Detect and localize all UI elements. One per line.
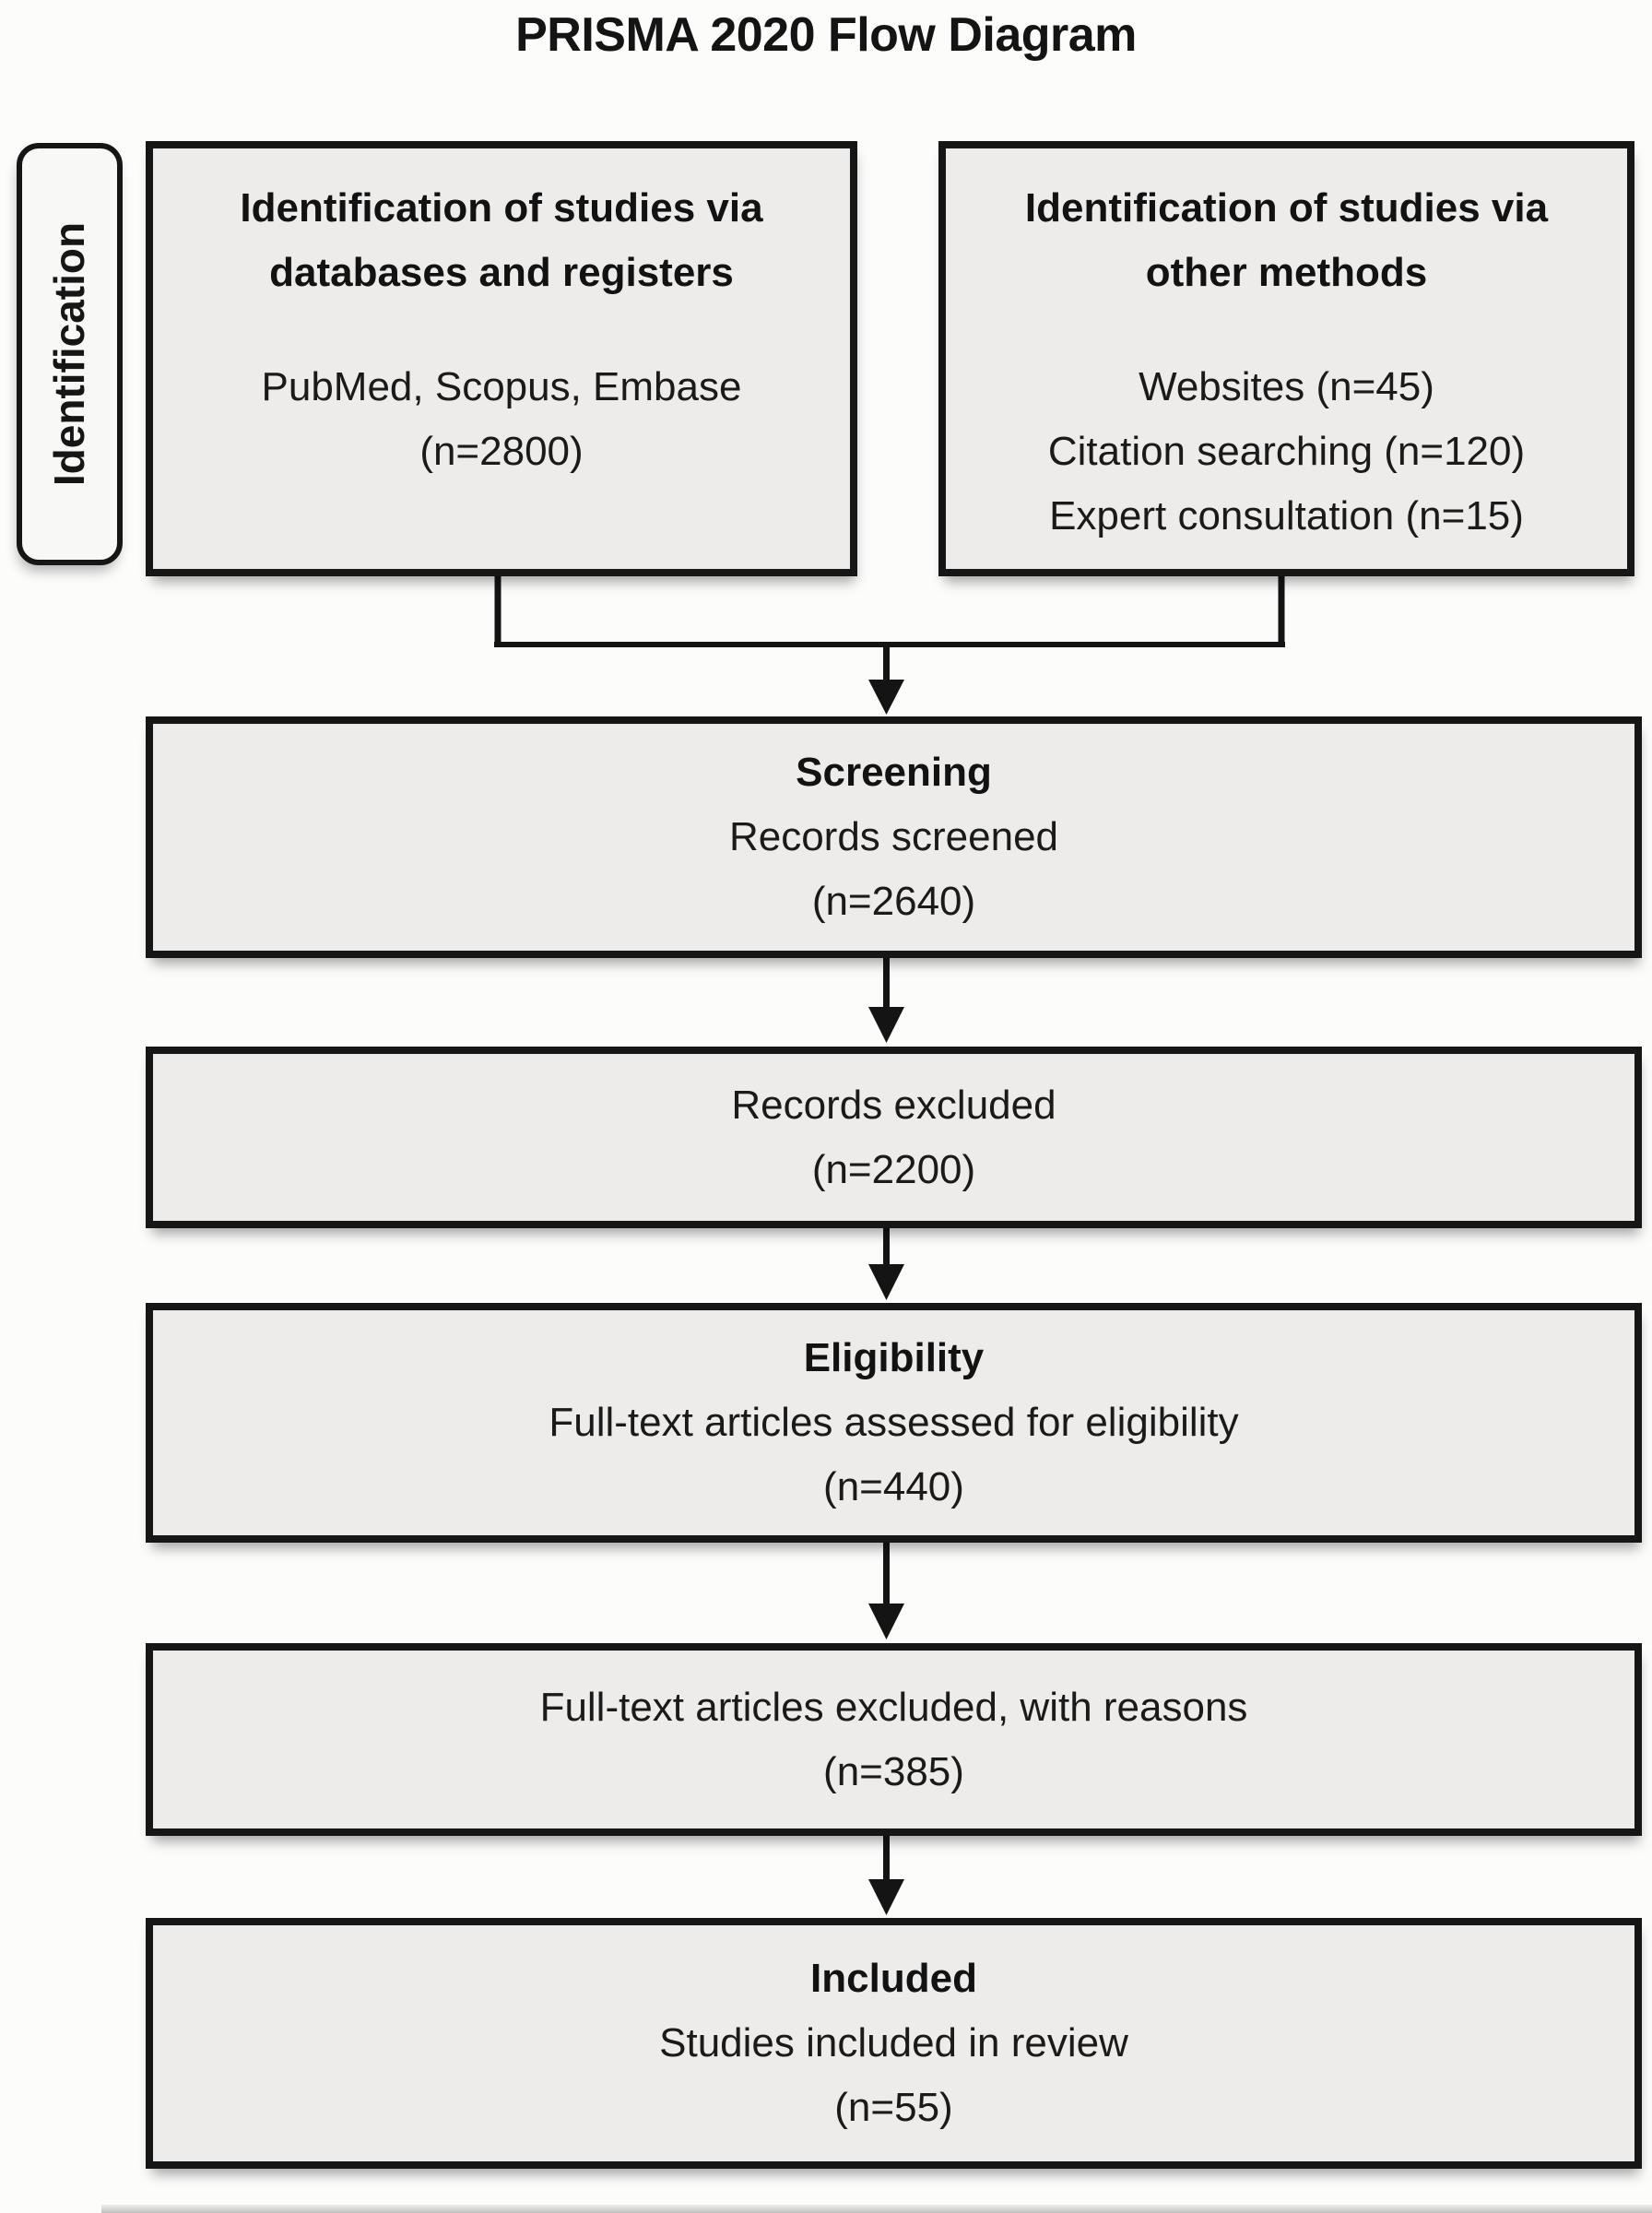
box-eligibility: Eligibility Full-text articles assessed … xyxy=(146,1303,1642,1543)
arrow-to-screening-head xyxy=(868,680,904,715)
box-heading: Identification of studies via other meth… xyxy=(1025,176,1548,305)
arrow-to-fulltext-excluded-head xyxy=(868,1604,904,1639)
box-records-excluded: Records excluded (n=2200) xyxy=(146,1047,1642,1228)
body-line: Records excluded xyxy=(731,1082,1056,1128)
box-screening: Screening Records screened (n=2640) xyxy=(146,716,1642,958)
arrow-to-eligibility-head xyxy=(868,1264,904,1300)
body-line: PubMed, Scopus, Embase xyxy=(261,364,742,409)
body-line: Full-text articles assessed for eligibil… xyxy=(549,1400,1239,1445)
heading-line: Included xyxy=(810,1956,977,2001)
stage-label-identification: Identification xyxy=(17,143,123,565)
body-line: (n=55) xyxy=(834,2085,953,2130)
diagram-title: PRISMA 2020 Flow Diagram xyxy=(515,8,1137,62)
body-line: Citation searching (n=120) xyxy=(1047,429,1526,474)
heading-line: Eligibility xyxy=(803,1335,985,1380)
arrow-to-records-excluded-head xyxy=(868,1007,904,1043)
cropped-box-edge-artifact xyxy=(101,2205,1652,2213)
box-identification-databases: Identification of studies via databases … xyxy=(146,141,857,576)
body-line: (n=2800) xyxy=(419,429,584,474)
body-line: Records screened xyxy=(728,814,1059,859)
box-identification-other-methods: Identification of studies via other meth… xyxy=(938,141,1634,576)
heading-line: Identification of studies via xyxy=(1024,185,1549,231)
body-line: Studies included in review xyxy=(659,2020,1128,2065)
box-body: Websites (n=45) Citation searching (n=12… xyxy=(1048,355,1525,549)
body-line: Websites (n=45) xyxy=(1139,364,1434,409)
heading-line: Screening xyxy=(796,750,992,795)
body-line: (n=2200) xyxy=(811,1146,976,1192)
box-body: PubMed, Scopus, Embase (n=2800) xyxy=(262,355,742,484)
box-heading: Identification of studies via databases … xyxy=(240,176,762,305)
body-line: Full-text articles excluded, with reason… xyxy=(539,1684,1248,1730)
body-line: Expert consultation (n=15) xyxy=(1049,493,1524,538)
box-fulltext-excluded: Full-text articles excluded, with reason… xyxy=(146,1643,1642,1836)
heading-line: Identification of studies via xyxy=(240,185,763,231)
arrow-to-included-head xyxy=(868,1879,904,1915)
box-included: Included Studies included in review (n=5… xyxy=(146,1918,1642,2169)
body-line: (n=440) xyxy=(823,1464,964,1509)
heading-line: databases and registers xyxy=(269,250,734,295)
stage-label-identification-text: Identification xyxy=(45,221,94,487)
body-line: (n=2640) xyxy=(811,879,976,924)
body-line: (n=385) xyxy=(823,1748,964,1794)
heading-line: other methods xyxy=(1145,250,1428,295)
